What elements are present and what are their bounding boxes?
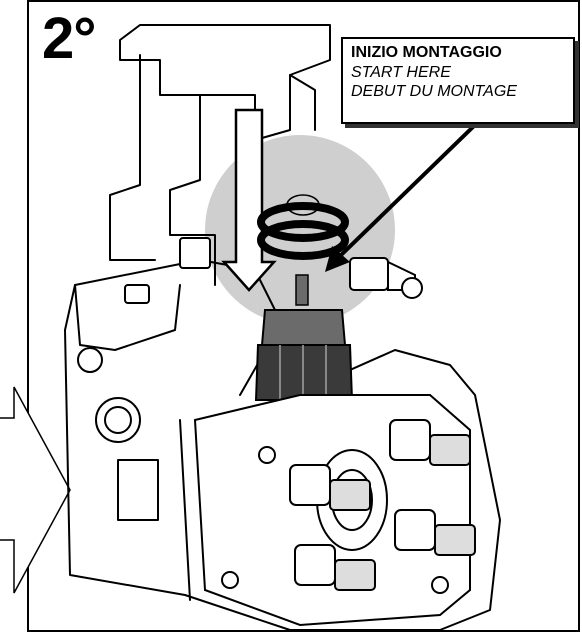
side-fitting <box>349 257 423 299</box>
callout-pointer <box>325 122 478 272</box>
pump-body <box>64 259 501 631</box>
step-number: 2° <box>42 6 96 71</box>
callout-text-fr: DEBUT DU MONTAGE <box>351 83 517 100</box>
callout-title-it: INIZIO MONTAGGIO <box>351 44 502 61</box>
o-ring-seals <box>257 194 349 260</box>
upper-housing <box>119 24 331 141</box>
previous-step-arrow <box>0 386 71 594</box>
delivery-fittings <box>289 419 476 591</box>
callout-text-en: START HERE <box>351 64 451 81</box>
start-here-callout: INIZIO MONTAGGIO START HERE DEBUT DU MON… <box>341 37 575 124</box>
